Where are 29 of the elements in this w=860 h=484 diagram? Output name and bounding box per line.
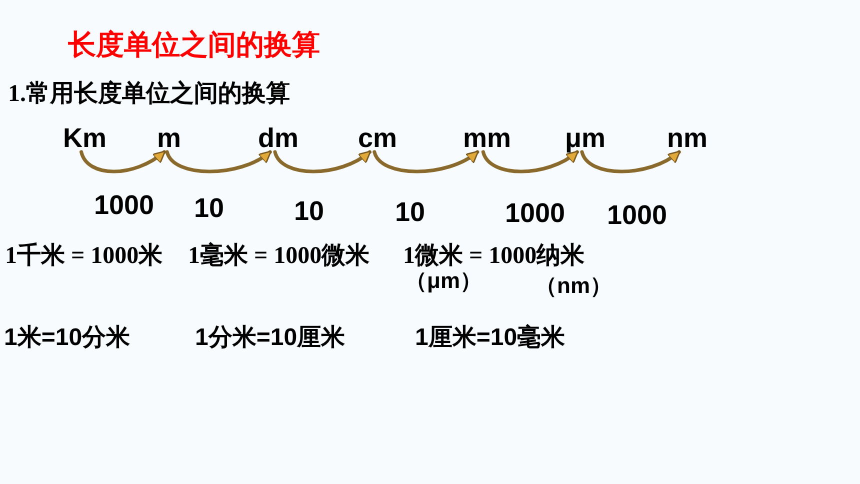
equation-text: 1分米=10厘米 bbox=[195, 326, 346, 350]
curved-arrow bbox=[372, 150, 480, 174]
equation-text: 1千米 = 1000米 bbox=[5, 244, 163, 268]
curved-arrow bbox=[481, 150, 579, 174]
curved-arrow bbox=[273, 150, 372, 174]
unit-label: cm bbox=[358, 125, 398, 152]
unit-note: （μm） bbox=[405, 270, 482, 292]
equation-text: 1微米 = 1000纳米 bbox=[403, 244, 585, 268]
edge-label: 10 bbox=[395, 199, 426, 226]
unit-label: nm bbox=[667, 125, 708, 152]
unit-label: mm bbox=[463, 125, 512, 152]
curved-arrow bbox=[580, 150, 681, 174]
curved-arrow bbox=[165, 150, 272, 174]
edge-label: 10 bbox=[294, 198, 324, 225]
equation-text: 1厘米=10毫米 bbox=[415, 326, 566, 350]
unit-label: μm bbox=[565, 125, 606, 152]
curved-arrow bbox=[80, 150, 166, 174]
unit-label: Km bbox=[63, 125, 107, 152]
edge-label: 10 bbox=[194, 195, 224, 222]
unit-label: dm bbox=[258, 125, 298, 152]
subheading: 1.常用长度单位之间的换算 bbox=[8, 82, 290, 106]
edge-label: 1000 bbox=[607, 202, 668, 229]
edge-label: 1000 bbox=[505, 200, 566, 227]
edge-label: 1000 bbox=[94, 192, 154, 219]
unit-note: （nm） bbox=[535, 275, 612, 297]
unit-label: m bbox=[157, 125, 182, 152]
equation-text: 1米=10分米 bbox=[4, 326, 130, 350]
equation-text: 1毫米 = 1000微米 bbox=[188, 244, 370, 268]
title: 长度单位之间的换算 bbox=[68, 31, 320, 59]
